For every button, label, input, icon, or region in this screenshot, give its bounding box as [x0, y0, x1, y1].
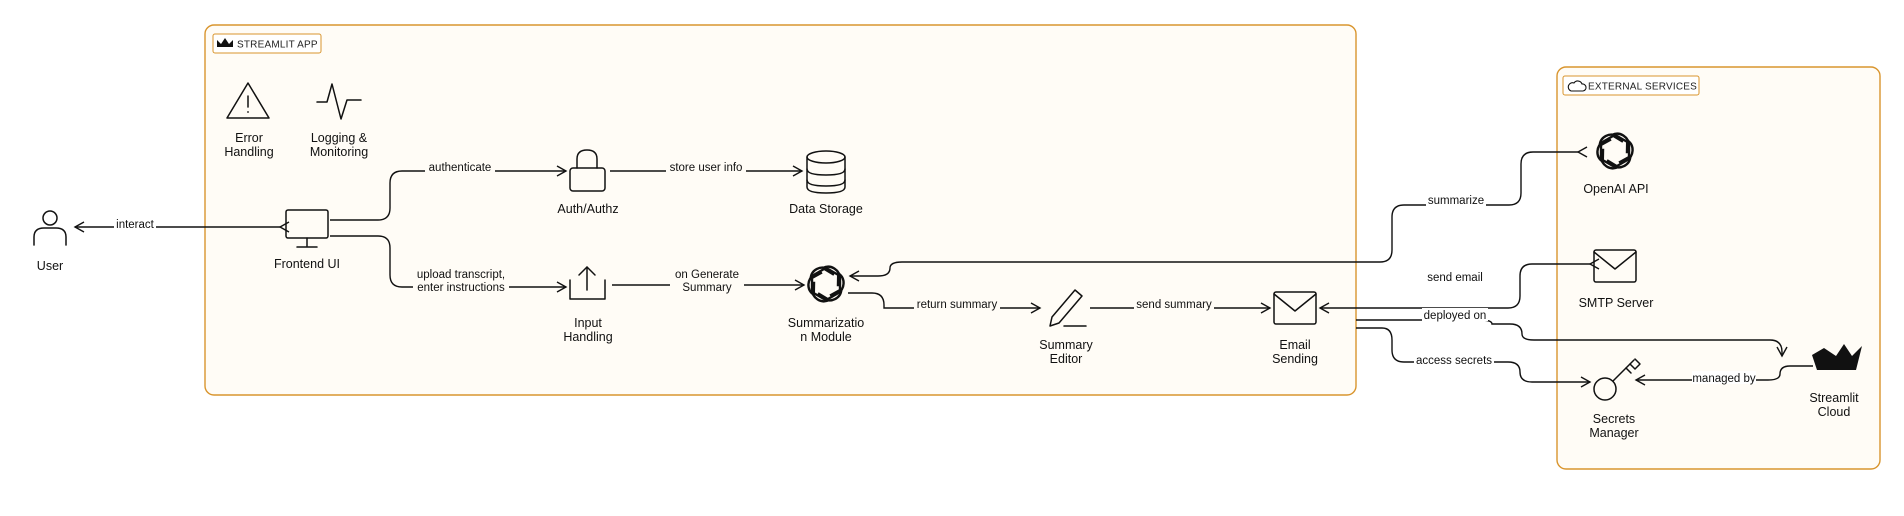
edge-label-deployed-on: deployed on	[1424, 310, 1487, 322]
node-streamlit-cloud[interactable]: Streamlit Cloud	[1809, 344, 1862, 419]
upload-icon	[569, 266, 606, 300]
external-services-group: EXTERNAL SERVICES	[1556, 66, 1881, 470]
node-auth[interactable]: Auth/Authz	[557, 149, 619, 216]
summarization-label-2: n Module	[800, 330, 851, 344]
key-icon	[1593, 358, 1641, 401]
edge-label-store-user-info: store user info	[670, 162, 743, 174]
node-email-sending[interactable]: Email Sending	[1272, 291, 1318, 366]
node-summary-editor[interactable]: Summary Editor	[1039, 289, 1093, 366]
streamlit-app-group: STREAMLIT APP	[204, 24, 1357, 396]
edge-label-interact: interact	[116, 219, 155, 231]
streamlit-crown-icon	[1812, 344, 1862, 370]
edge-upload	[330, 235, 568, 293]
edge-label-return-summary: return summary	[917, 299, 998, 311]
cloud-icon	[1567, 80, 1587, 92]
external-services-group-label: EXTERNAL SERVICES	[1588, 82, 1697, 93]
node-openai-api[interactable]: OpenAI API	[1583, 129, 1649, 196]
smtp-server-label: SMTP Server	[1579, 296, 1654, 310]
node-frontend-ui[interactable]: Frontend UI	[274, 209, 340, 271]
secrets-manager-label-1: Secrets	[1593, 412, 1635, 426]
summary-editor-label-1: Summary	[1039, 338, 1093, 352]
error-handling-label-2: Handling	[224, 145, 273, 159]
node-user[interactable]: User	[33, 210, 67, 273]
edge-send-email	[1318, 258, 1600, 314]
node-data-storage[interactable]: Data Storage	[789, 150, 863, 216]
user-label: User	[37, 259, 63, 273]
node-secrets-manager[interactable]: Secrets Manager	[1589, 358, 1641, 440]
input-handling-label-1: Input	[574, 316, 602, 330]
logging-label-1: Logging &	[311, 131, 368, 145]
data-storage-label: Data Storage	[789, 202, 863, 216]
edge-label-upload-2: enter instructions	[417, 282, 505, 294]
database-icon	[806, 150, 846, 194]
logging-label-2: Monitoring	[310, 145, 368, 159]
edge-deployed-on	[1356, 319, 1788, 358]
summarization-label-1: Summarizatio	[788, 316, 864, 330]
streamlit-cloud-label-1: Streamlit	[1809, 391, 1859, 405]
summary-editor-label-2: Editor	[1050, 352, 1083, 366]
node-logging-monitoring[interactable]: Logging & Monitoring	[310, 83, 368, 159]
node-error-handling[interactable]: Error Handling	[224, 82, 274, 159]
edge-label-generate-1: on Generate	[675, 269, 739, 281]
edge-access-secrets	[1356, 327, 1592, 388]
user-icon	[33, 210, 67, 246]
edge-managed-by	[1634, 365, 1813, 386]
streamlit-app-group-label: STREAMLIT APP	[237, 40, 318, 51]
pen-icon	[1049, 289, 1087, 327]
node-input-handling[interactable]: Input Handling	[563, 266, 613, 344]
activity-icon	[316, 83, 362, 120]
edge-label-managed-by: managed by	[1692, 373, 1756, 385]
input-handling-label-2: Handling	[563, 330, 612, 344]
edge-label-send-summary: send summary	[1136, 299, 1212, 311]
email-sending-label-2: Sending	[1272, 352, 1318, 366]
node-summarization-module[interactable]: Summarizatio n Module	[788, 262, 864, 344]
edge-label-summarize: summarize	[1428, 195, 1484, 207]
frontend-ui-label: Frontend UI	[274, 257, 340, 271]
edge-label-upload-1: upload transcript,	[417, 269, 505, 281]
edge-label-generate-2: Summary	[682, 282, 731, 294]
email-sending-label-1: Email	[1279, 338, 1310, 352]
streamlit-crown-icon	[217, 38, 233, 47]
mail-icon	[1273, 291, 1317, 325]
edge-label-send-email: send email	[1427, 272, 1483, 284]
edges: interact authenticate store user info up…	[73, 146, 1813, 388]
secrets-manager-label-2: Manager	[1589, 426, 1638, 440]
edge-return-summary	[848, 292, 1042, 314]
openai-api-label: OpenAI API	[1583, 182, 1648, 196]
mail-icon	[1593, 249, 1637, 283]
edge-authenticate	[330, 165, 568, 221]
edge-label-authenticate: authenticate	[429, 162, 492, 174]
lock-icon	[569, 149, 606, 192]
error-handling-label-1: Error	[235, 131, 263, 145]
edge-summarize	[848, 146, 1588, 282]
warning-icon	[226, 82, 270, 119]
node-smtp-server[interactable]: SMTP Server	[1579, 249, 1654, 310]
auth-label: Auth/Authz	[557, 202, 618, 216]
edge-label-access-secrets: access secrets	[1416, 355, 1492, 367]
streamlit-cloud-label-2: Cloud	[1818, 405, 1851, 419]
monitor-icon	[285, 209, 329, 248]
